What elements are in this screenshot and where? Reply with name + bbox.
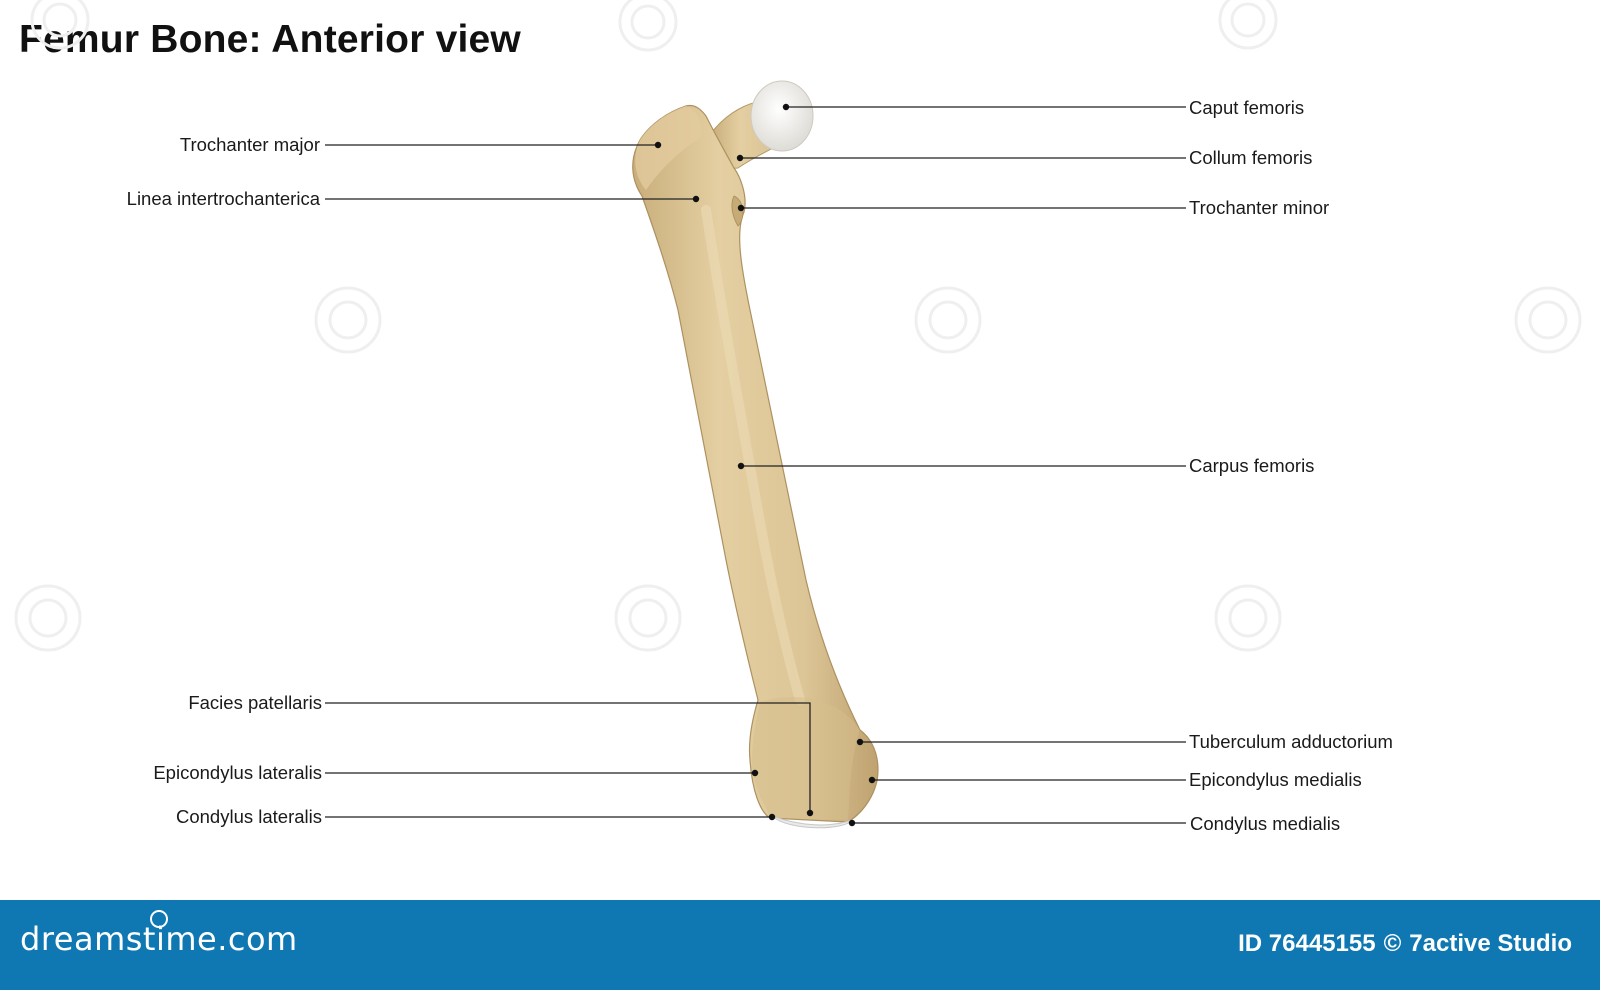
copyright-icon: © [1383, 930, 1402, 957]
femoral-head [750, 80, 814, 152]
label-trochanter-major: Trochanter major [180, 134, 320, 155]
label-collum-femoris: Collum femoris [1189, 147, 1312, 168]
femur-shaft [632, 104, 879, 823]
image-id: ID 76445155 [1238, 930, 1376, 957]
label-caput-femoris: Caput femoris [1189, 97, 1304, 118]
label-epicondylus-medialis: Epicondylus medialis [1189, 769, 1362, 790]
label-condylus-lateralis: Condylus lateralis [176, 806, 322, 827]
footer-bar: dreamstime.com ID 76445155 © 7active Studi… [0, 900, 1600, 990]
lesser-trochanter [731, 195, 744, 227]
label-epicondylus-lateralis: Epicondylus lateralis [153, 762, 322, 783]
label-condylus-medialis: Condylus medialis [1190, 813, 1340, 834]
image-author: 7active Studio [1409, 930, 1572, 957]
diagram-title: Femur Bone: Anterior view [19, 18, 521, 61]
label-trochanter-minor: Trochanter minor [1189, 197, 1329, 218]
label-dots [654, 103, 876, 827]
label-carpus-femoris: Carpus femoris [1189, 455, 1314, 476]
label-tuberculum-adductorium: Tuberculum adductorium [1189, 731, 1393, 752]
brand-logo[interactable]: dreamstime.com [20, 920, 298, 958]
greater-trochanter [635, 106, 702, 190]
brand-spiral-icon [150, 910, 168, 928]
label-linea-intertrochanterica: Linea intertrochanterica [127, 188, 321, 209]
femur-diagram: Caput femoris Collum femoris Trochanter … [14, 0, 1582, 834]
leader-lines [325, 106, 1186, 824]
watermark-swirls [14, 0, 1582, 652]
label-facies-patellaris: Facies patellaris [188, 692, 322, 713]
image-credit: ID 76445155 © 7active Studio [1238, 930, 1572, 958]
femur-bone [632, 80, 879, 829]
